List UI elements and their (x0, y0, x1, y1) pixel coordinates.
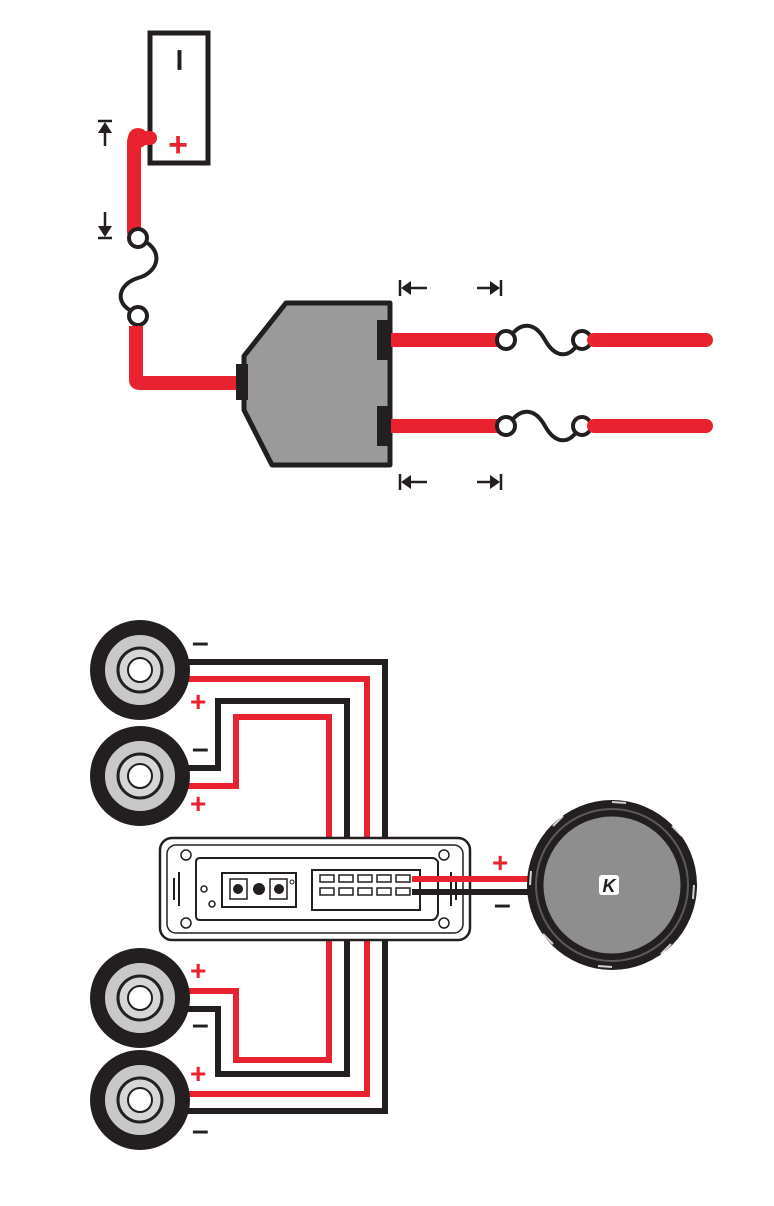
speaker-icon (90, 726, 190, 826)
speaker-icon (90, 1050, 190, 1150)
speaker-1-negative-label: – (192, 626, 209, 659)
speaker-icon (90, 620, 190, 720)
subwoofer: K (527, 800, 697, 970)
speaker-4-negative-label: – (192, 1114, 209, 1147)
speaker-1 (90, 620, 190, 720)
subwoofer-negative-label: – (494, 888, 511, 921)
output-fuse-1-icon (497, 326, 591, 355)
dimension-arrow-icon (400, 474, 501, 490)
speaker-3-negative-label: – (192, 1008, 209, 1041)
subwoofer-logo: K (599, 875, 619, 896)
dimension-arrow-icon (400, 280, 501, 296)
output-fuse-2-icon (497, 412, 591, 441)
speaker-3 (90, 948, 190, 1048)
power-wiring-section: – + (98, 33, 706, 490)
battery-icon: – + (150, 33, 208, 164)
distribution-block (236, 303, 391, 465)
speaker-2 (90, 726, 190, 826)
dimension-arrow-icon (98, 121, 112, 238)
speaker-icon (90, 948, 190, 1048)
subwoofer-logo-letter: K (603, 876, 618, 896)
speaker-wiring-section: – + – + + – + – (90, 620, 697, 1150)
battery-negative-terminal-label: – (160, 49, 204, 71)
block-output-terminal-1 (377, 320, 391, 360)
main-fuse-to-block-cable (136, 326, 238, 383)
battery-positive-terminal-label: + (168, 126, 188, 164)
speaker-4 (90, 1050, 190, 1150)
speaker-3-positive-label: + (190, 955, 206, 986)
speaker-4-positive-label: + (190, 1058, 206, 1089)
speaker-2-negative-label: – (192, 732, 209, 765)
subwoofer-positive-label: + (492, 847, 508, 878)
block-input-terminal (236, 364, 248, 400)
speaker-2-positive-label: + (190, 788, 206, 819)
main-fuse-icon (121, 229, 157, 325)
block-output-terminal-2 (377, 406, 391, 446)
speaker-1-positive-label: + (190, 686, 206, 717)
